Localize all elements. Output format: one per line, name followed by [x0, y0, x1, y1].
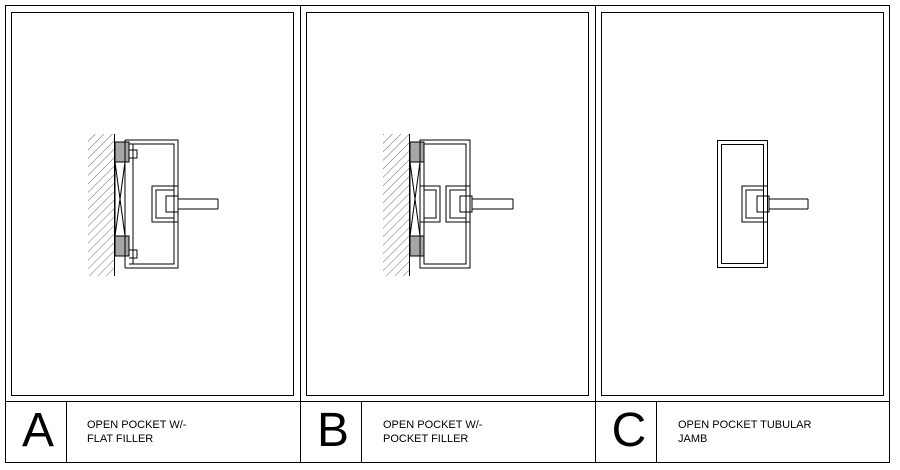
- detail-a-caption-line1: OPEN POCKET W/-: [87, 419, 187, 431]
- detail-b-caption-line2: POCKET FILLER: [383, 433, 469, 445]
- detail-c-caption-line2: JAMB: [678, 433, 708, 445]
- detail-c-tubular-jamb-outer: [717, 140, 768, 268]
- detail-a-seal-bottom: [114, 235, 130, 257]
- detail-b-seal-top: [409, 141, 425, 163]
- detail-b-seal-bottom: [409, 235, 425, 257]
- detail-b-glazing-pocket: [445, 185, 470, 223]
- detail-b-letter: B: [316, 404, 349, 457]
- detail-a-seal-top: [114, 141, 130, 163]
- sheet-frame: [5, 5, 890, 463]
- detail-c-drawing: [717, 140, 809, 268]
- detail-c-caption-line1: OPEN POCKET TUBULAR: [678, 419, 812, 431]
- detail-c-tubular-jamb-inner: [721, 144, 764, 264]
- detail-a-drawing: [88, 134, 219, 276]
- detail-b-caption-line1: OPEN POCKET W/-: [383, 419, 483, 431]
- detail-viewports: [11, 12, 884, 396]
- detail-b-wall-hatch: [383, 134, 409, 276]
- detail-c-glazing-pocket: [741, 185, 767, 223]
- detail-a-glazing-pocket: [151, 185, 178, 223]
- detail-c-letter: C: [611, 404, 647, 457]
- detail-a-wall-hatch: [88, 134, 114, 276]
- detail-a-caption-line2: FLAT FILLER: [87, 433, 154, 445]
- detail-b-drawing: [383, 134, 514, 276]
- title-block-dividers: [66, 402, 657, 463]
- detail-b-filler-channel: [419, 139, 471, 269]
- detail-a-letter: A: [21, 404, 54, 457]
